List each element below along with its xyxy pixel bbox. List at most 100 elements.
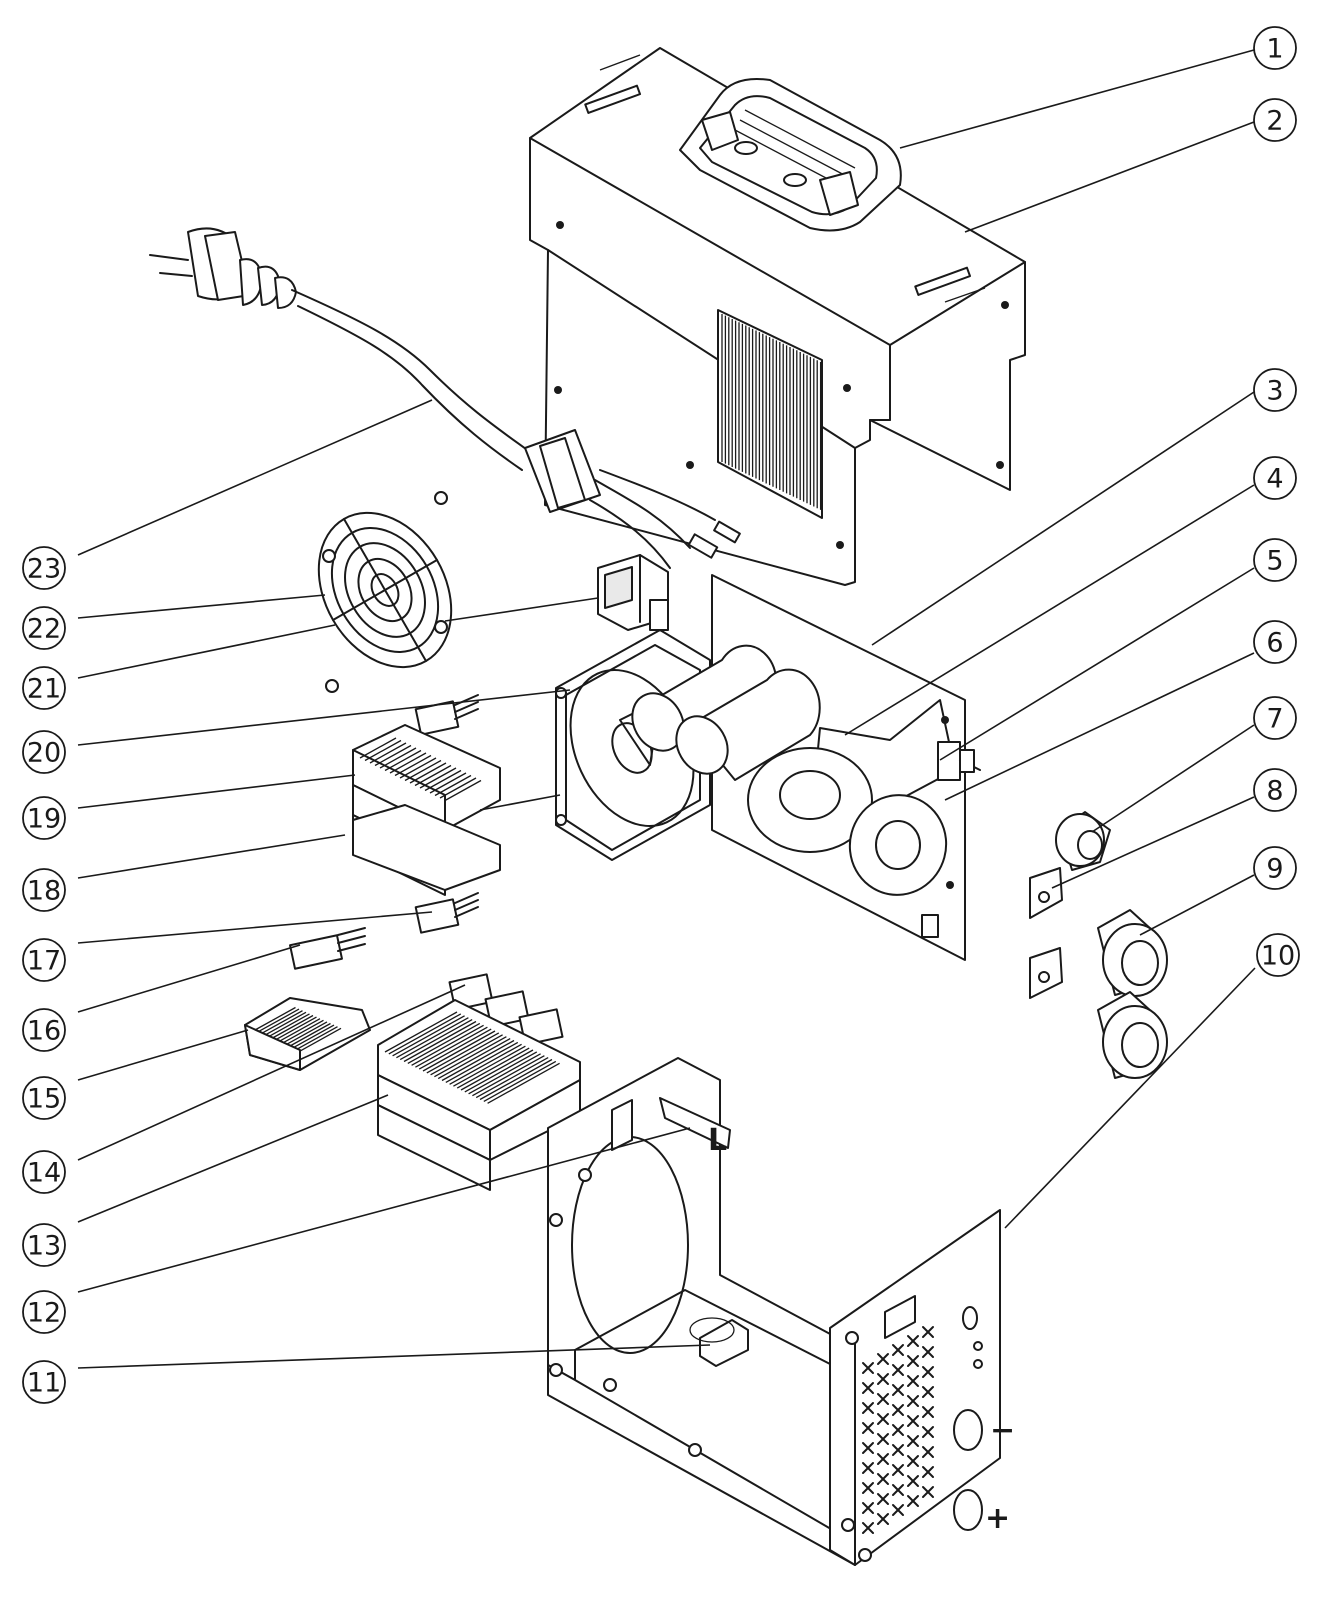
heatsink-fin: [434, 774, 472, 797]
heatsink-fin: [472, 1055, 545, 1097]
vent-cross: [892, 1344, 904, 1356]
callout-number: 11: [27, 1368, 61, 1399]
callout-12: 12: [22, 1290, 66, 1334]
callout-number: 23: [27, 554, 61, 585]
vent-cross: [907, 1355, 919, 1367]
callout-18: 18: [22, 868, 66, 912]
vent-cross: [907, 1475, 919, 1487]
vent-cross: [907, 1495, 919, 1507]
vent-cross: [922, 1486, 934, 1498]
vent-cross: [922, 1446, 934, 1458]
vent-cross: [862, 1382, 874, 1394]
vent-cross: [862, 1362, 874, 1374]
callout-bubble: [22, 1150, 66, 1194]
top-cover: [529, 47, 1026, 586]
callout-number: 6: [1266, 628, 1283, 659]
callout-bubble: [1253, 368, 1297, 412]
front-panel-vents: [862, 1326, 934, 1534]
vent-cross: [877, 1393, 889, 1405]
callout-number: 4: [1266, 464, 1283, 495]
vent-cross: [862, 1402, 874, 1414]
vent-cross: [877, 1493, 889, 1505]
callout-number: 21: [27, 674, 61, 705]
callout-bubble: [22, 1360, 66, 1404]
vent-cross: [907, 1415, 919, 1427]
callout-bubble: [22, 730, 66, 774]
callout-bubble: [22, 666, 66, 710]
vent-cross: [907, 1435, 919, 1447]
heatsink-fin: [258, 1008, 300, 1033]
vent-cross: [862, 1422, 874, 1434]
heatsink-fin: [379, 747, 417, 769]
heatsink-fin: [456, 1047, 530, 1089]
callout-bubble: [1253, 456, 1297, 500]
heatsink-fin: [460, 1049, 534, 1091]
heatsink-fin: [389, 752, 427, 774]
callout-bubble: [22, 1076, 66, 1120]
vent-cross: [862, 1522, 874, 1534]
callout-bubble: [1253, 538, 1297, 582]
callout-4: 4: [1253, 456, 1297, 500]
vent-cross: [877, 1453, 889, 1465]
callout-number: 14: [27, 1158, 61, 1189]
heatsink-fin: [394, 754, 432, 777]
vent-cross: [922, 1386, 934, 1398]
top-cover-vent-grille: [717, 309, 823, 519]
heatsink-fin: [275, 1016, 317, 1041]
callout-17: 17: [22, 938, 66, 982]
callout-bubble: [1253, 98, 1297, 142]
heatsink-fin: [475, 1057, 549, 1099]
carry-handle: [679, 78, 902, 232]
output-socket: [1097, 909, 1168, 1079]
vent-cross: [922, 1426, 934, 1438]
callout-8: 8: [1253, 768, 1297, 812]
callout-number: 9: [1266, 854, 1283, 885]
vent-cross: [907, 1455, 919, 1467]
heatsink-fin: [289, 1022, 331, 1047]
vent-cross: [892, 1504, 904, 1516]
callout-number: 17: [27, 946, 61, 977]
callout-bubble: [1253, 620, 1297, 664]
heatsink-fin: [411, 1024, 484, 1066]
vent-cross: [862, 1482, 874, 1494]
vent-cross: [922, 1466, 934, 1478]
callout-23: 23: [22, 546, 66, 590]
heatsink-fin: [282, 1019, 324, 1044]
callout-10: 10: [1256, 933, 1300, 977]
vent-cross: [862, 1442, 874, 1454]
callout-9: 9: [1253, 846, 1297, 890]
callout-11: 11: [22, 1360, 66, 1404]
heatsink-fin: [445, 1041, 519, 1083]
callout-16: 16: [22, 1008, 66, 1052]
heatsink-fin: [479, 1058, 553, 1101]
knob: [1055, 811, 1111, 871]
vent-cross: [877, 1353, 889, 1365]
power-cord-plug: [149, 227, 741, 569]
callout-number: 20: [27, 738, 61, 769]
heatsink-fin: [468, 1053, 541, 1095]
vent-cross: [877, 1473, 889, 1485]
negative-terminal-symbol: −: [990, 1413, 1015, 1448]
vent-cross: [922, 1346, 934, 1358]
callout-number: 12: [27, 1298, 61, 1329]
heatsink-fin: [404, 759, 442, 782]
callout-number: 22: [27, 614, 61, 645]
vent-cross: [907, 1375, 919, 1387]
heatsink-fin: [407, 1022, 481, 1064]
heatsink-fin: [364, 739, 402, 762]
toroid-inductor: [747, 747, 948, 938]
callout-number: 10: [1261, 941, 1295, 972]
heatsink-fin: [254, 1006, 296, 1031]
vent-cross: [877, 1373, 889, 1385]
vent-cross: [907, 1335, 919, 1347]
heatsink-fin: [439, 777, 477, 799]
vent-cross: [892, 1384, 904, 1396]
vent-cross: [892, 1364, 904, 1376]
vent-cross: [892, 1484, 904, 1496]
callout-1: 1: [1253, 26, 1297, 70]
heatsink-fin: [429, 772, 467, 794]
heatsink-fin: [414, 764, 452, 787]
capacitors: [631, 644, 821, 781]
